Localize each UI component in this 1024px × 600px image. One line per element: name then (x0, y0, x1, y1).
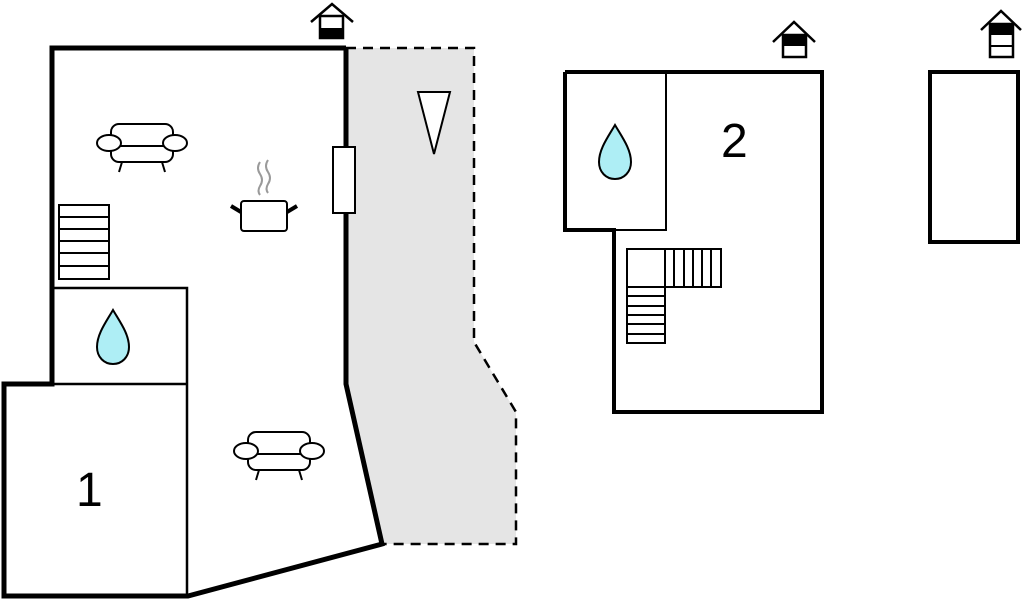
terrace-dashed-outline (346, 46, 518, 546)
terrace-pointer-icon (416, 91, 452, 155)
floor-2-label: 2 (721, 115, 748, 168)
bathroom-wall (52, 286, 189, 596)
house-second-floor-icon (980, 9, 1022, 59)
bathroom-wall (614, 72, 667, 231)
window-icon (332, 146, 356, 214)
floor-1-label: 1 (76, 464, 103, 517)
house-ground-floor-icon (310, 2, 354, 40)
water-drop-icon (597, 123, 633, 181)
stairs-icon (626, 248, 722, 344)
sofa-icon (96, 123, 188, 173)
floor-1-outer-wall (1, 45, 385, 599)
cooking-pot-icon (229, 159, 299, 232)
terrace-area (346, 48, 516, 544)
water-drop-icon (95, 308, 131, 366)
floor-3-outer-wall (928, 70, 1020, 244)
stairs-icon (58, 204, 110, 280)
floor-2-outer-wall (563, 70, 824, 414)
sofa-icon (233, 431, 325, 481)
house-first-floor-icon (772, 20, 816, 59)
